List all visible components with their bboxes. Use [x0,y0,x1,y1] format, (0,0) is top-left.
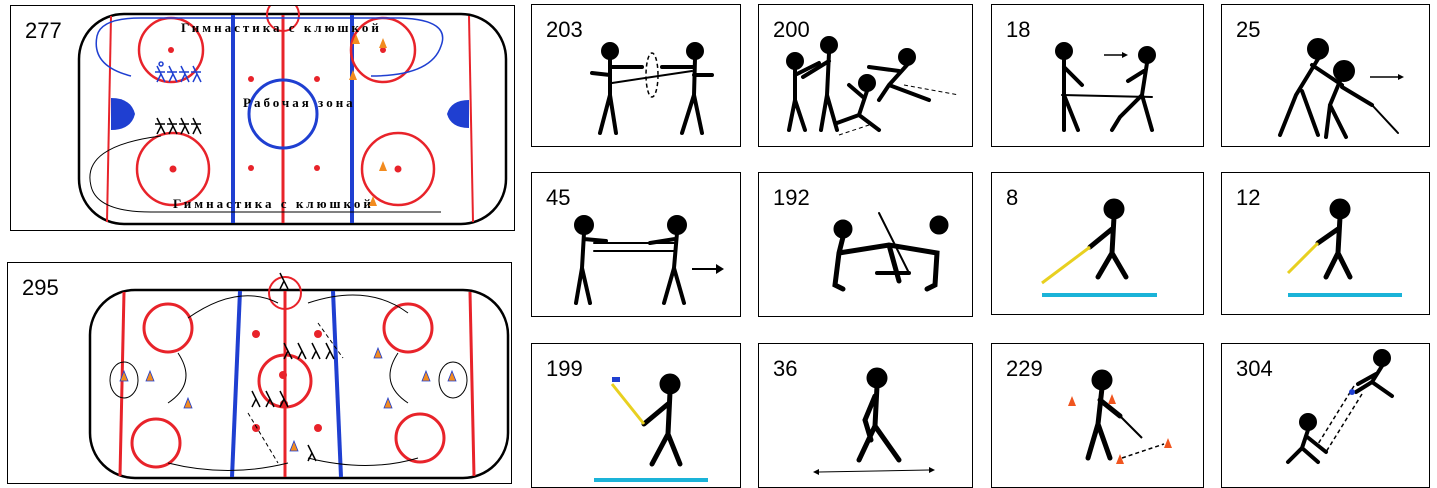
drill-card-203: 203 [531,4,741,147]
drill-card-192: 192 [758,172,973,317]
drill-figure-8 [992,173,1204,315]
drill-card-199: 199 [531,343,741,488]
drill-figure-25 [1222,5,1430,147]
drill-figure-36 [759,344,973,488]
drill-figure-18 [992,5,1204,147]
drill-card-12: 12 [1221,172,1430,315]
drill-card-36: 36 [758,343,973,488]
drill-card-277: 277 Гимнастика с клюшкой Рабочая зона Ги… [10,5,515,231]
drill-card-8: 8 [991,172,1204,315]
rink-caption-bottom: Гимнастика с клюшкой [173,196,374,211]
drill-figure-199 [532,344,741,488]
cone-icon [1068,394,1172,464]
drill-card-45: 45 [531,172,741,317]
drill-figure-200 [759,5,973,147]
drill-figure-304 [1222,344,1430,488]
rink-diagram-295 [8,263,512,484]
drill-card-25: 25 [1221,4,1430,147]
drill-card-200: 200 [758,4,973,147]
drill-figure-192 [759,173,973,317]
rink-diagram-277: Гимнастика с клюшкой Рабочая зона Гимнас… [11,6,515,231]
rink-caption-center: Рабочая зона [243,95,356,110]
drill-figure-45 [532,173,741,317]
drill-card-295: 295 [7,262,512,484]
drill-figure-203 [532,5,741,147]
drill-card-18: 18 [991,4,1204,147]
drill-card-229: 229 [991,343,1204,488]
drill-card-304: 304 [1221,343,1430,488]
rink-caption-top: Гимнастика с клюшкой [181,20,382,35]
drill-figure-229 [992,344,1204,488]
drill-figure-12 [1222,173,1430,315]
